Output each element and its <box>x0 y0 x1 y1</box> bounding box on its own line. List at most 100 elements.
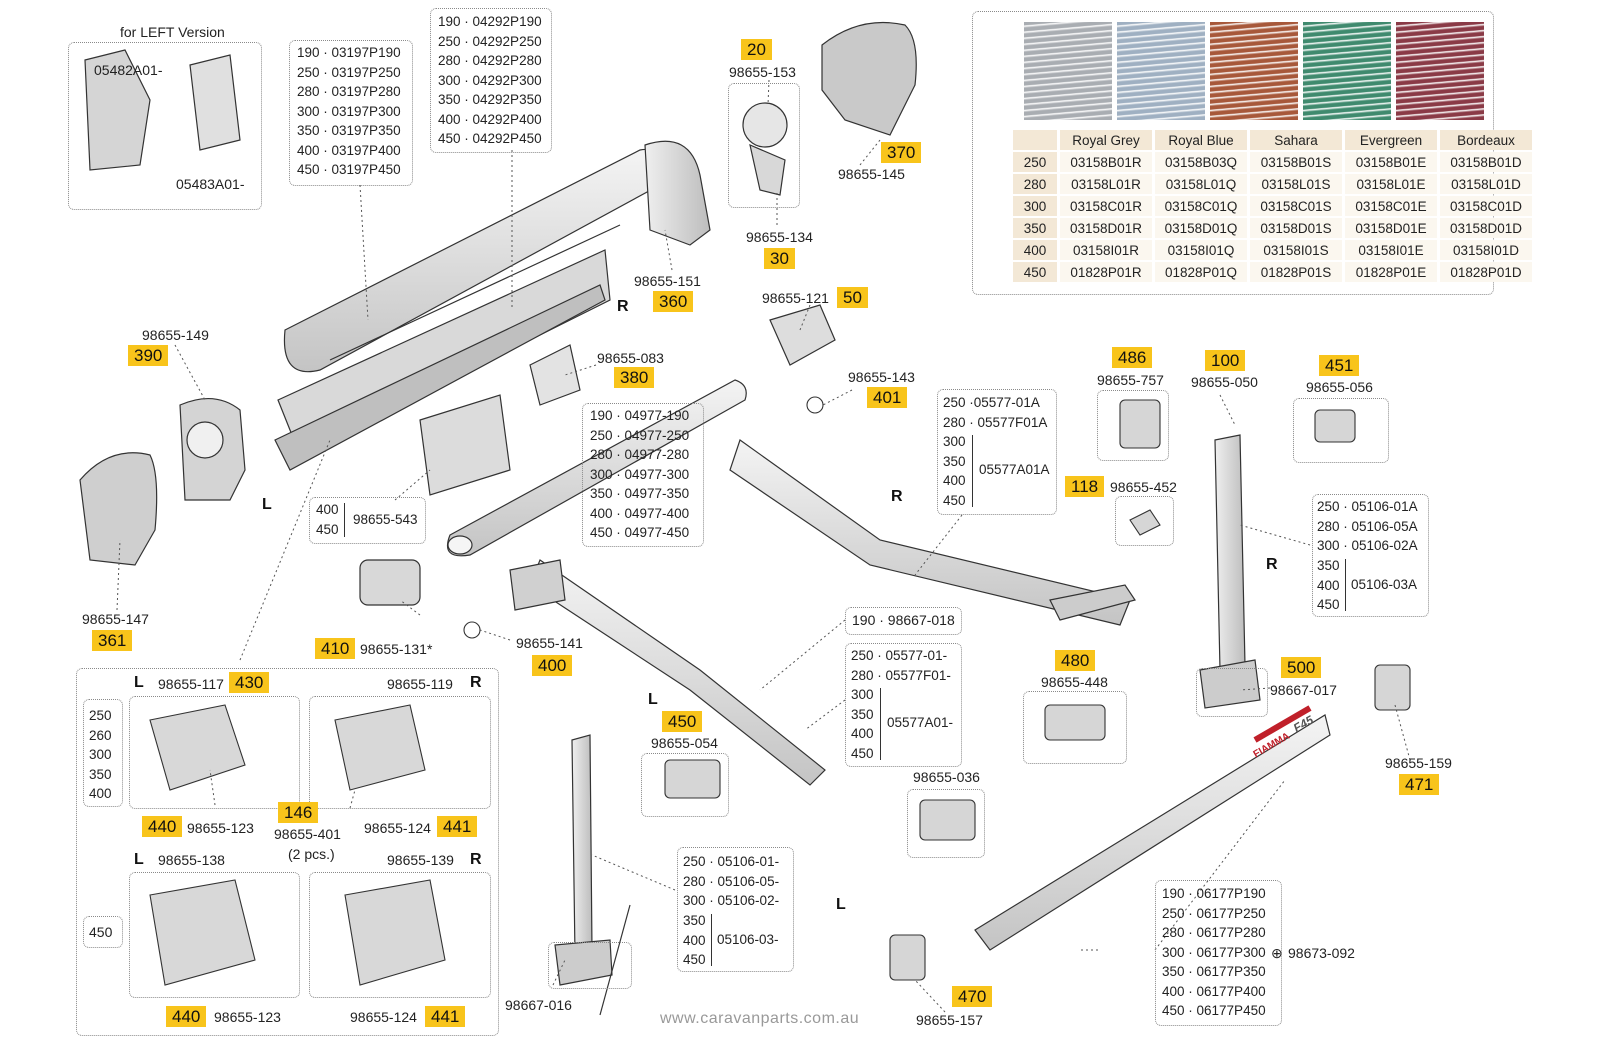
side-marker-left: L <box>262 496 272 513</box>
website-watermark[interactable]: www.caravanparts.com.au <box>660 1010 860 1027</box>
fabric-code-cell: 03158D01S <box>1250 218 1342 238</box>
size-value: 400 <box>943 473 966 488</box>
left-version-box <box>68 42 262 210</box>
fabric-code-cell: 03158D01Q <box>1155 218 1247 238</box>
left-cap-code: 05482A01- <box>94 62 163 78</box>
list-item: 250 <box>89 708 112 723</box>
part-number: 410 <box>315 638 356 659</box>
list-item: 300 · 03197P300 <box>297 103 401 119</box>
list-item: 450 · 06177P450 <box>1162 1003 1266 1018</box>
part-box <box>1196 668 1268 717</box>
list-item: 280 · 06177P280 <box>1162 925 1266 940</box>
support-group: 400 450 98655-543 <box>316 500 418 539</box>
side-marker-right: R <box>470 674 482 691</box>
sizes-250-400-box <box>83 699 123 807</box>
size-value: 350 <box>851 706 874 722</box>
size-value: 450 <box>683 952 706 967</box>
list-item: 250 ·05577-01A <box>943 395 1040 410</box>
part-number: 118 <box>1065 476 1105 497</box>
fabric-code-cell: 03158C01Q <box>1155 196 1247 216</box>
part-code: 98655-757 <box>1097 372 1164 388</box>
list-item: 350 · 06177P350 <box>1162 964 1266 979</box>
fabric-code-cell: 03158C01R <box>1060 196 1152 216</box>
fabric-code-cell: 01828P01E <box>1345 262 1437 282</box>
part-code: 98655-124 <box>350 1009 417 1025</box>
list-item: 450 · 04977-450 <box>590 525 690 540</box>
list-item: 400 · 04977-400 <box>590 505 690 521</box>
part-box <box>1293 398 1389 463</box>
part-code: 98655-119 <box>387 676 453 692</box>
part-number: 470 <box>952 986 993 1007</box>
leg-left-list: 250 · 05106-01- 280 · 05106-05- 300 · 05… <box>683 852 779 911</box>
profile-list-box <box>430 8 552 153</box>
col-evergreen: Evergreen <box>1345 130 1437 150</box>
list-item: 350 · 04977-350 <box>590 486 690 501</box>
part-code: 98655-121 <box>762 290 829 306</box>
arm-left-part <box>509 559 826 786</box>
fabric-code-cell: 03158B01R <box>1060 152 1152 172</box>
size-450: 450 <box>89 924 113 940</box>
front-bar-part <box>974 705 1331 951</box>
header-blank <box>1013 130 1057 150</box>
arm-right-group: 300 350 400 450 05577A01A <box>943 432 1050 510</box>
part-code: 98655-145 <box>838 166 905 182</box>
size-cell: 400 <box>1013 240 1057 260</box>
part-number: 440 <box>166 1006 207 1027</box>
part-code: 98655-543 <box>353 512 418 527</box>
list-item: 280 · 04977-280 <box>590 447 690 462</box>
part-code: 98655-401 <box>274 826 341 842</box>
part-box <box>641 753 729 817</box>
part-number: 390 <box>128 345 169 366</box>
fabric-code-cell: 01828P01R <box>1060 262 1152 282</box>
fabric-code-cell: 03158C01S <box>1250 196 1342 216</box>
part-box <box>728 83 800 208</box>
list-item: 300 · 04292P300 <box>438 72 542 88</box>
part-number: 146 <box>278 802 319 823</box>
part-number: 471 <box>1399 774 1440 795</box>
size-450-box <box>83 916 123 948</box>
list-item: 350 <box>89 766 112 782</box>
part-number: 50 <box>837 287 868 308</box>
sizes-250-400: 250 260 300 350 400 <box>89 706 112 804</box>
leg-left-box <box>677 847 794 972</box>
part-code: 98655-153 <box>729 64 796 80</box>
fabric-code-cell: 03158D01D <box>1440 218 1532 238</box>
part-code: 05577A01- <box>887 715 954 730</box>
bracket-box-l2 <box>129 872 300 998</box>
list-item: 190 · 04977-190 <box>590 408 690 423</box>
fabric-code-cell: 03158L01E <box>1345 174 1437 194</box>
part-code: 98655-157 <box>916 1012 983 1028</box>
bracket-box-r1 <box>309 696 491 809</box>
part-number: 486 <box>1112 347 1153 368</box>
part-number: 20 <box>741 39 772 60</box>
fabric-code-cell: 03158I01E <box>1345 240 1437 260</box>
part-code: 98655-143 <box>848 369 915 385</box>
list-item: 280 · 03197P280 <box>297 84 401 99</box>
side-marker-left: L <box>134 674 144 691</box>
fabric-code-cell: 03158I01Q <box>1155 240 1247 260</box>
part-code: 98655-147 <box>82 611 149 627</box>
bracket-box-l1 <box>129 696 300 809</box>
fabric-code-cell: 03158B01S <box>1250 152 1342 172</box>
part-number: 450 <box>662 711 703 732</box>
part-number: 440 <box>142 816 183 837</box>
swatch-sahara <box>1210 22 1298 120</box>
leg-left-group: 350 400 450 05106-03- <box>683 911 779 970</box>
size-value: 450 <box>1317 597 1340 612</box>
list-item: 450 · 04292P450 <box>438 131 542 146</box>
roller-size-list: 190 · 04977-190 250 · 04977-250 280 · 04… <box>590 406 689 543</box>
list-item: 190 · 04292P190 <box>438 14 542 29</box>
part-code: 98655-141 <box>516 635 583 651</box>
list-item: 300 <box>89 747 112 762</box>
end-cap-right-part <box>644 22 917 246</box>
list-item: 280 · 05106-05- <box>683 873 780 889</box>
part-code: 05577A01A <box>979 462 1050 477</box>
leg-right-list: 250 · 05106-01A 280 · 05106-05A 300 · 05… <box>1317 497 1418 556</box>
cover-list-box <box>289 40 413 186</box>
part-code: 05106-03A <box>1351 577 1418 592</box>
table-header-row: Royal Grey Royal Blue Sahara Evergreen B… <box>1013 130 1532 150</box>
